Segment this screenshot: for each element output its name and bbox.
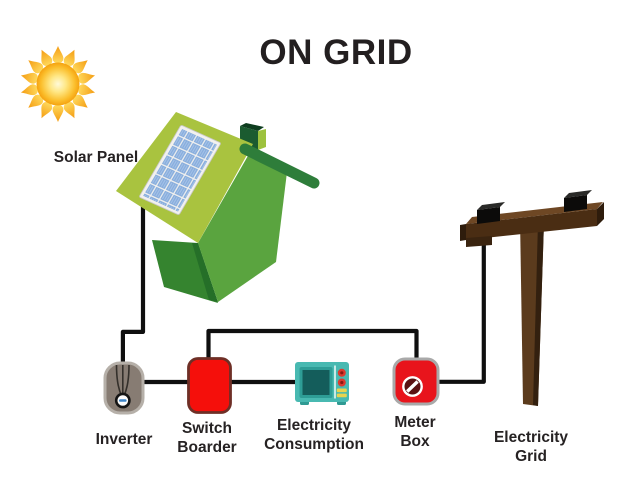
- sun-icon: [19, 46, 97, 122]
- switch-board-label-line1: Switch: [182, 420, 232, 437]
- wire-solar-to-inverter: [120, 206, 146, 364]
- switch-board-label-line2: Boarder: [177, 439, 236, 456]
- wires: [120, 206, 486, 385]
- meter-box-icon: [392, 357, 440, 406]
- microwave-icon: [295, 362, 349, 405]
- wire-switch-to-meter: [206, 328, 419, 360]
- inverter-icon: [103, 361, 145, 415]
- consumption-label-line1: Electricity: [277, 417, 351, 434]
- utility-pole-icon: [460, 190, 604, 406]
- switch-board-icon: [187, 357, 232, 414]
- house-icon: [116, 112, 320, 303]
- insulator-right: [564, 190, 592, 212]
- wire-meter-to-pole: [436, 240, 486, 384]
- inverter-label: Inverter: [96, 431, 153, 448]
- meter-box-label-line2: Box: [400, 433, 430, 450]
- solar-panel-icon: [139, 125, 221, 215]
- insulator-left: [477, 202, 505, 224]
- solar-panel-label: Solar Panel: [54, 149, 138, 166]
- meter-box-label-line1: Meter: [394, 414, 435, 431]
- grid-label-line2: Grid: [515, 448, 547, 465]
- consumption-label-line2: Consumption: [264, 436, 364, 453]
- page-title: ON GRID: [259, 33, 412, 72]
- grid-label-line1: Electricity: [494, 429, 568, 446]
